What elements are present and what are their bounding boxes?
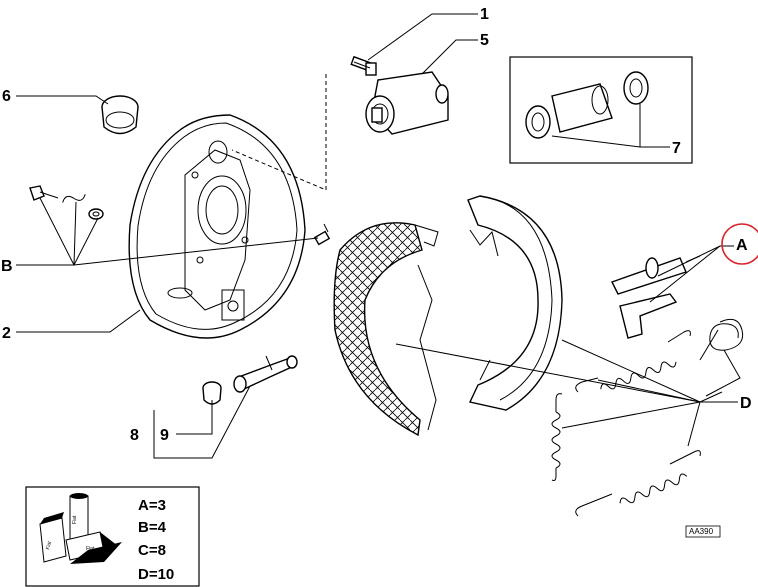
brake-shoe-lined-part	[333, 222, 439, 437]
callout-9: 9	[160, 427, 169, 444]
reference-code-text: AA390	[689, 527, 714, 536]
legend-line-a: A=3	[138, 497, 166, 514]
legend-line-b: B=4	[138, 519, 167, 536]
torsion-spring-part	[699, 318, 744, 397]
return-spring-lower-part	[575, 450, 701, 517]
retainer-pin-part	[313, 223, 331, 246]
callout-b: B	[1, 258, 13, 275]
callout-1: 1	[480, 6, 489, 23]
quantity-legend: Fiat Fiat Fiat A=3 B=4 C=8 D=10	[25, 486, 200, 587]
hose-clip-part	[233, 355, 298, 393]
backing-plate-part	[128, 114, 306, 339]
callout-8: 8	[130, 427, 139, 444]
callout-d: D	[740, 395, 752, 412]
adjuster-strut-part	[611, 255, 701, 339]
legend-line-c: C=8	[138, 542, 166, 559]
bush-part	[202, 381, 222, 405]
leader-lines	[16, 13, 738, 459]
return-spring-vertical-part	[551, 393, 563, 481]
package-label-bottom: Fiat	[86, 546, 95, 552]
callout-a: A	[736, 237, 748, 254]
callout-7: 7	[672, 140, 681, 157]
callout-2: 2	[2, 325, 11, 342]
return-spring-upper-part	[575, 330, 691, 393]
brake-shoe-part	[467, 195, 563, 411]
callout-5: 5	[480, 32, 489, 49]
shoe-retainer-kit-part	[29, 185, 104, 220]
callout-6: 6	[2, 88, 11, 105]
dust-cap-part	[101, 95, 139, 135]
package-label-top: Fiat	[72, 515, 78, 524]
repair-kit-inset	[509, 56, 693, 164]
callout-a-highlight	[721, 223, 758, 265]
wheel-cylinder-part	[365, 71, 449, 135]
legend-line-d: D=10	[138, 566, 174, 583]
package-icon: Fiat Fiat Fiat	[39, 493, 122, 564]
bleed-screw-part	[350, 55, 377, 76]
reference-code-tag: AA390	[685, 525, 721, 538]
package-label-middle: Fiat	[45, 540, 53, 550]
